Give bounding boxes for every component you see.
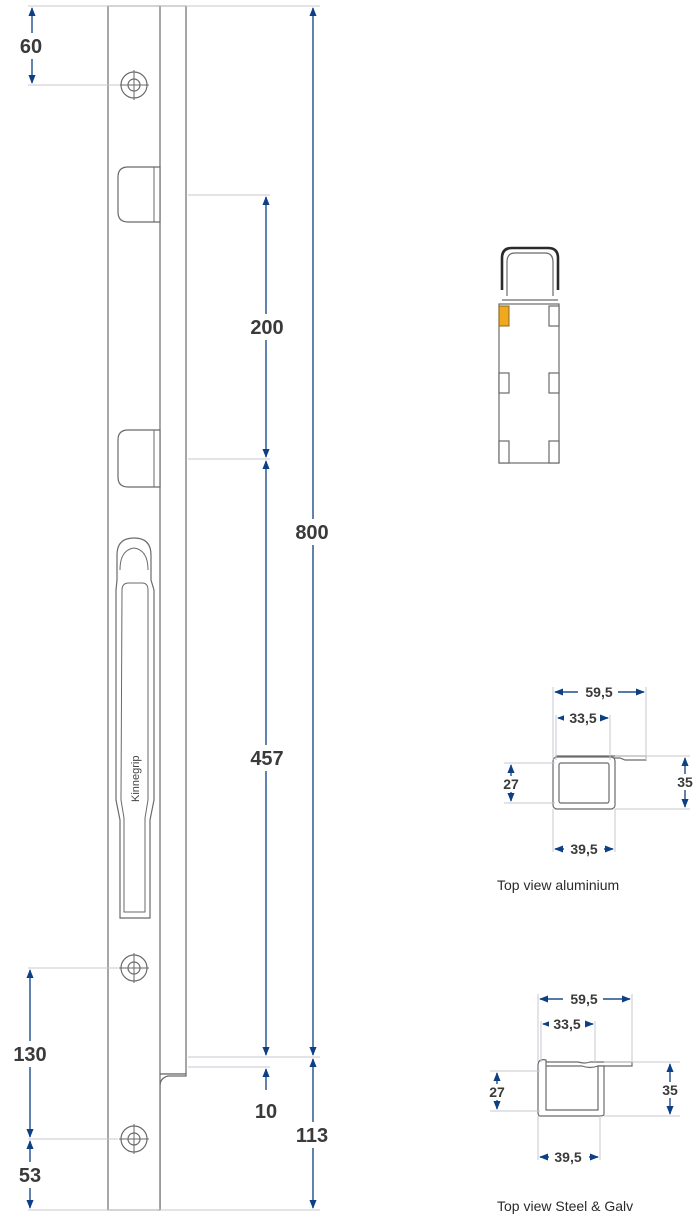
label-overall-length: 800 (295, 522, 328, 544)
side-view (498, 246, 560, 464)
caption-steel: Top view Steel & Galv (497, 1198, 633, 1214)
alu-inner-width: 33,5 (569, 710, 596, 726)
steel-bottom-width: 39,5 (554, 1149, 581, 1165)
alu-inner-height: 27 (503, 776, 519, 792)
label-bottom-extension: 113 (296, 1125, 328, 1147)
keeper-middle (117, 429, 161, 488)
front-view: Kinnegrip (107, 5, 187, 1211)
flange-taper (157, 1073, 187, 1211)
label-lower-spacing: 457 (250, 748, 283, 770)
label-upper-spacing: 200 (250, 317, 283, 339)
steel-inner-width: 33,5 (553, 1016, 580, 1032)
section-aluminium: 59,5 33,5 39,5 27 35 Top view aluminium (497, 684, 696, 893)
label-bottom-offset: 53 (19, 1165, 41, 1187)
alu-overall-width: 59,5 (585, 684, 612, 700)
label-bottom-gap: 10 (255, 1101, 277, 1123)
screw-hole-top (119, 70, 149, 100)
section-steel: 59,5 33,5 39,5 27 35 Top view Steel & Ga… (486, 991, 681, 1214)
flange-strip (157, 5, 187, 1075)
caption-aluminium: Top view aluminium (497, 877, 619, 893)
steel-outer-height: 35 (662, 1082, 678, 1098)
alu-bottom-width: 39,5 (570, 841, 597, 857)
handle: Kinnegrip (115, 537, 155, 919)
steel-overall-width: 59,5 (570, 991, 597, 1007)
steel-inner-height: 27 (489, 1084, 505, 1100)
screw-hole-bottom (119, 1124, 149, 1154)
keeper-upper (117, 166, 161, 223)
dimension-labels: 60 200 457 800 10 113 130 53 (8, 33, 336, 1188)
label-top-offset: 60 (20, 36, 42, 58)
alu-outer-height: 35 (677, 774, 693, 790)
extension-lines (28, 5, 320, 1211)
handle-brand-label: Kinnegrip (130, 756, 142, 802)
label-hole-spacing: 130 (13, 1044, 46, 1066)
highlight-part (498, 305, 510, 327)
screw-hole-middle (119, 953, 149, 983)
